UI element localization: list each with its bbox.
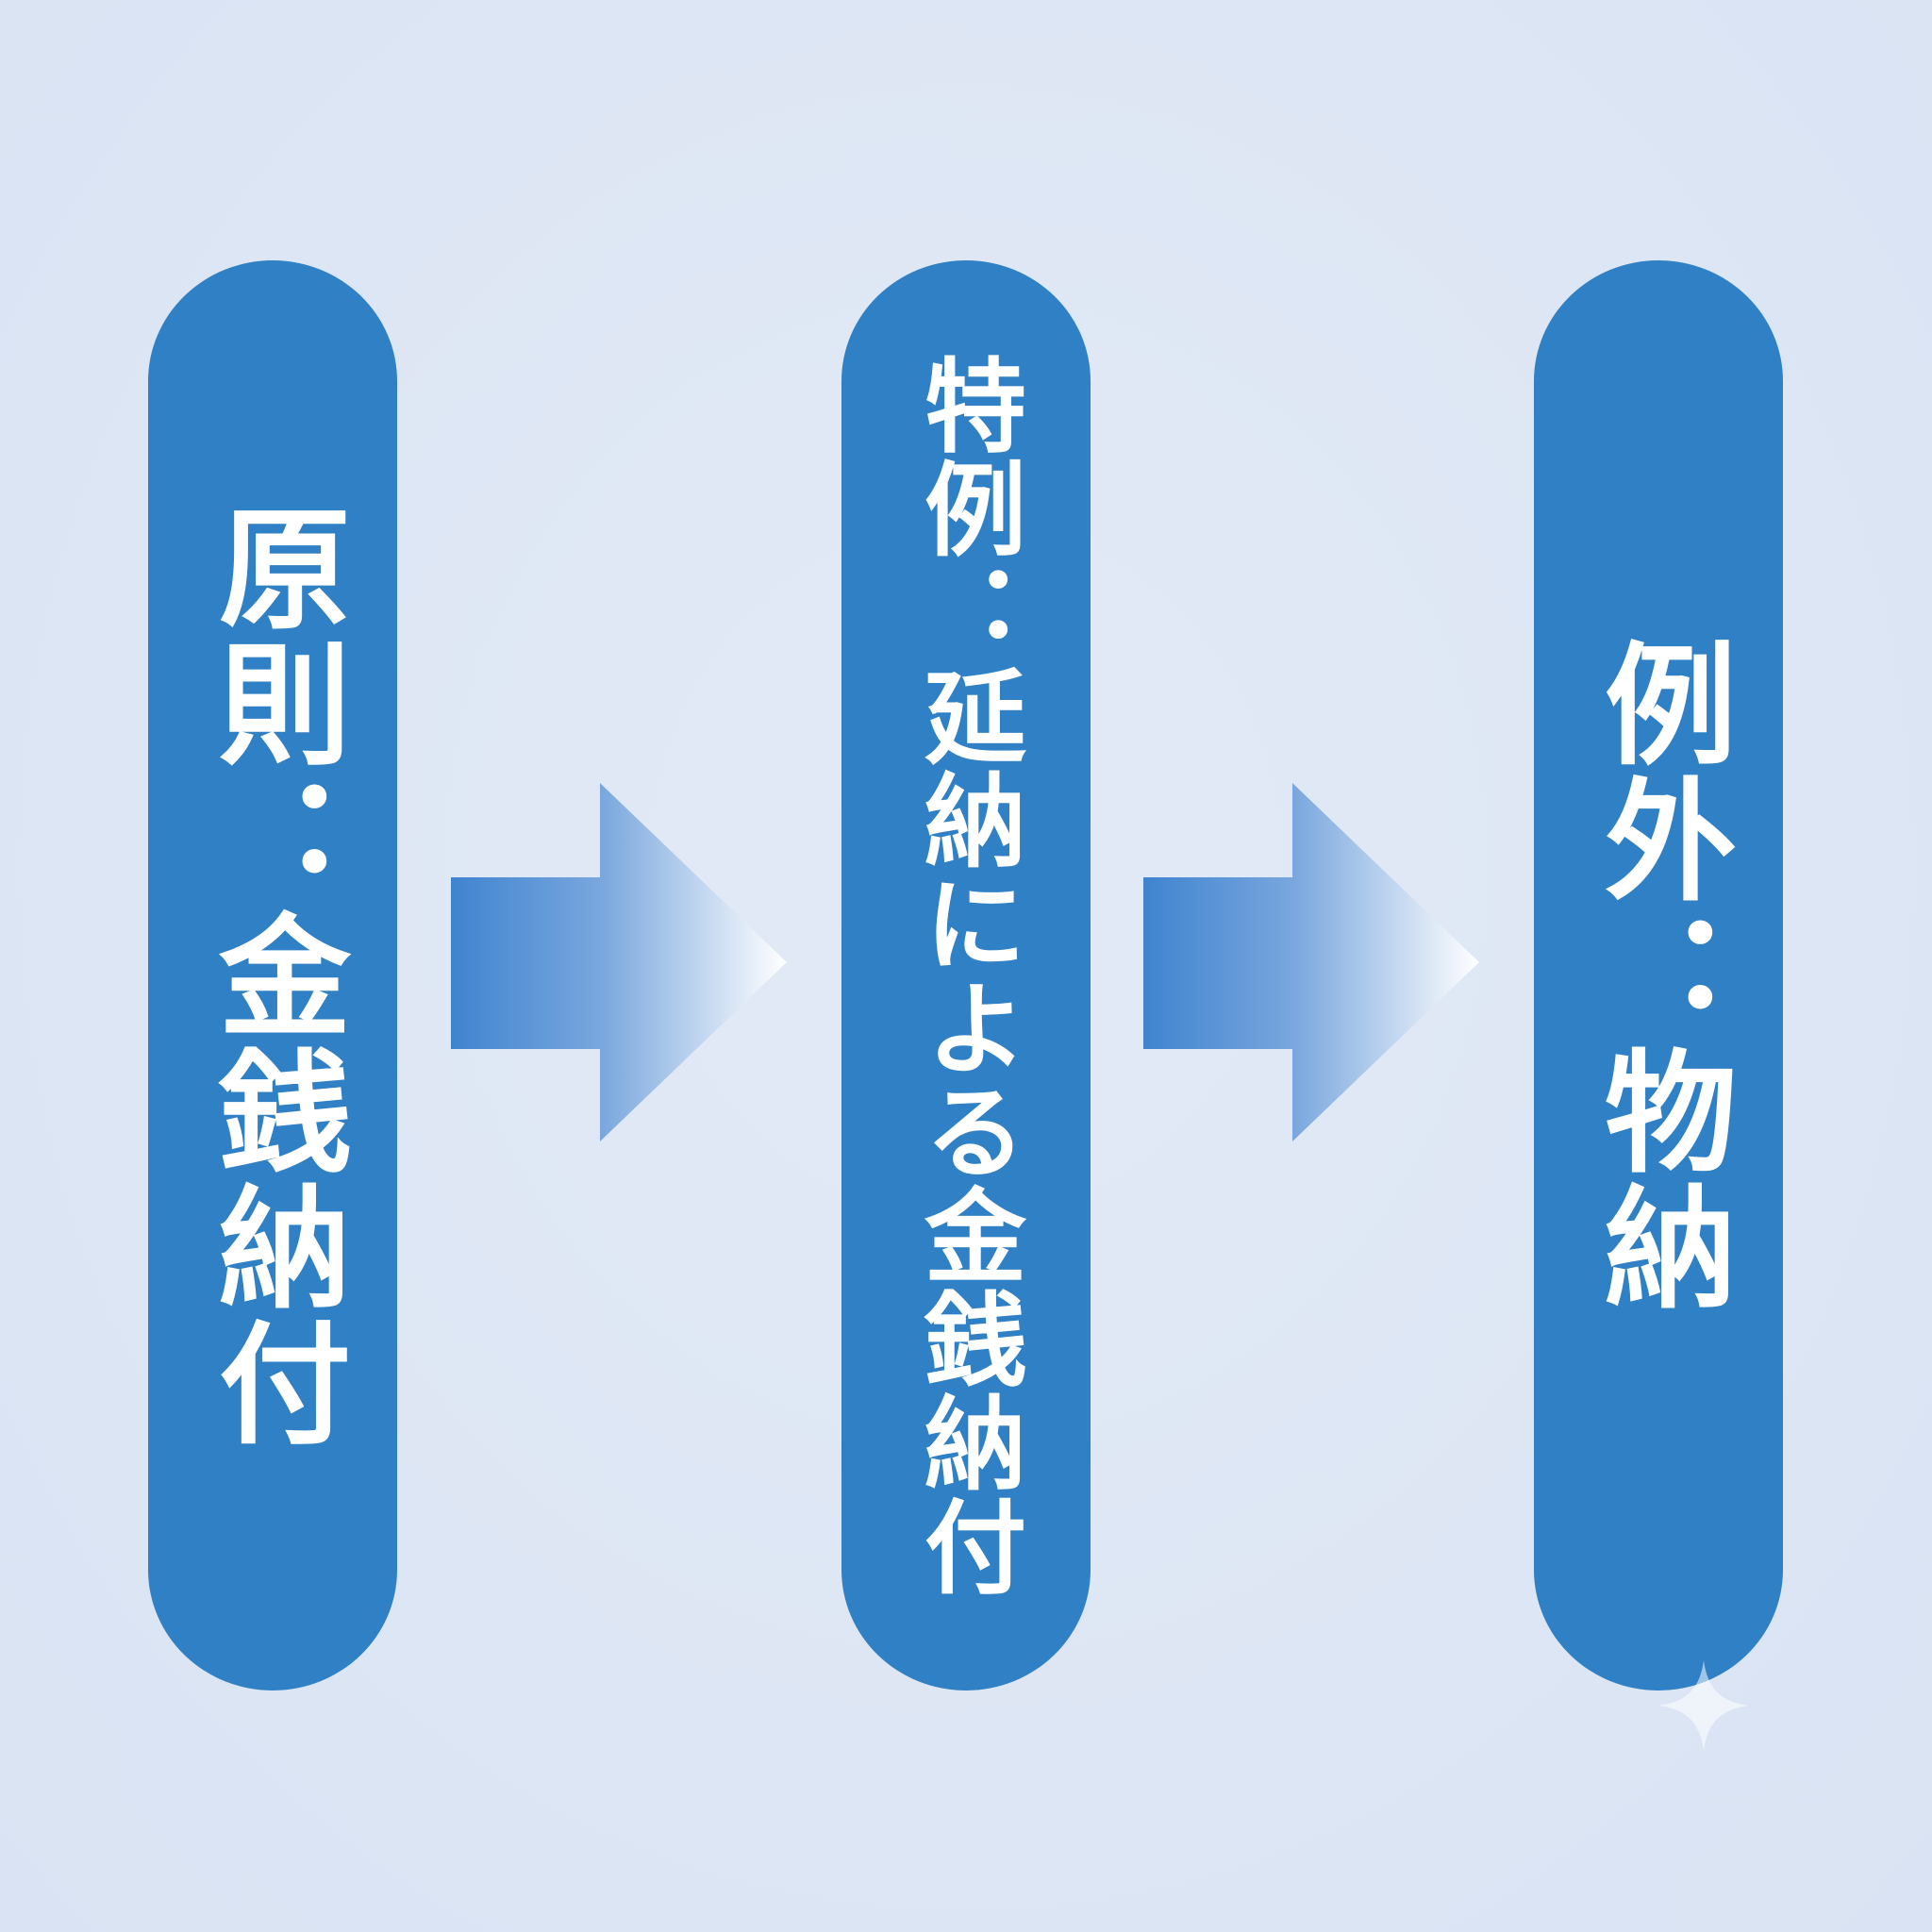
step-in-kind-label: 例外：物納 (1582, 636, 1736, 1315)
step-exception-in-kind-box: 例外：物納 (1534, 260, 1783, 1690)
step-deferred-label: 特例：延納による金銭納付 (908, 353, 1025, 1598)
step-exception-deferred-box: 特例：延納による金銭納付 (841, 260, 1091, 1690)
right-arrow-icon (1143, 783, 1479, 1141)
right-arrow-icon (451, 783, 787, 1141)
step-principle-label: 原則：金銭納付 (196, 500, 350, 1451)
step-principle-box: 原則：金銭納付 (148, 260, 397, 1690)
sparkle-icon (1658, 1660, 1749, 1751)
